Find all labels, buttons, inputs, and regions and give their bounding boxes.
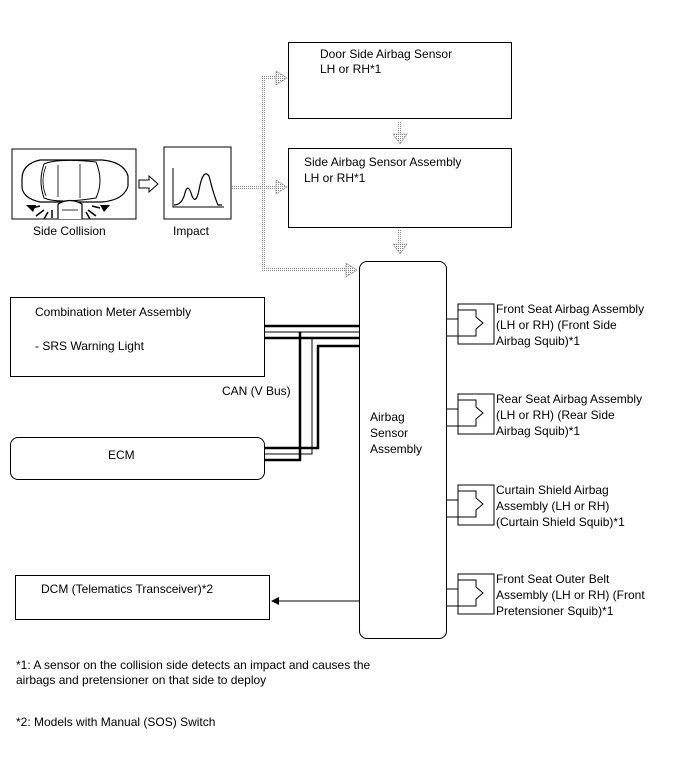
squib-label-line1: Front Seat Airbag Assembly: [496, 302, 645, 316]
can-bus-lines: [265, 324, 359, 462]
footnote-1-line2: airbags and pretensioner on that side to…: [16, 673, 267, 687]
door-side-airbag-sensor-box: Door Side Airbag Sensor LH or RH*1: [288, 42, 512, 119]
squib-label-line2: (LH or RH) (Front Side: [496, 318, 617, 332]
squib-label-line2: (LH or RH) (Rear Side: [496, 408, 615, 422]
dcm-box: DCM (Telematics Transceiver)*2: [15, 575, 270, 620]
airbag-sensor-line3: Assembly: [370, 442, 423, 456]
door-sensor-line1: Door Side Airbag Sensor: [320, 47, 453, 61]
door-sensor-line2: LH or RH*1: [320, 62, 382, 76]
squib-label-line2: Assembly (LH or RH) (Front: [496, 588, 645, 602]
side-collision-label: Side Collision: [33, 224, 106, 238]
srs-warning-light-label: - SRS Warning Light: [35, 339, 144, 353]
squib-label-line1: Front Seat Outer Belt: [496, 572, 610, 586]
squib-label-line3: (Curtain Shield Squib)*1: [496, 515, 625, 529]
combination-meter-title: Combination Meter Assembly: [35, 305, 192, 319]
combination-meter-box: Combination Meter Assembly - SRS Warning…: [10, 297, 265, 377]
squib-connectors: [447, 303, 495, 615]
ecm-box: ECM: [10, 437, 265, 480]
ecm-label: ECM: [108, 448, 135, 462]
squib-label-line3: Pretensioner Squib)*1: [496, 604, 614, 618]
airbag-sensor-assembly-box: Airbag Sensor Assembly: [359, 261, 447, 639]
squib-label-line1: Rear Seat Airbag Assembly: [496, 392, 643, 406]
squib-label-line2: Assembly (LH or RH): [496, 499, 610, 513]
footnote-2: *2: Models with Manual (SOS) Switch: [16, 715, 216, 729]
dcm-label: DCM (Telematics Transceiver)*2: [41, 582, 214, 596]
can-bus-label: CAN (V Bus): [222, 384, 291, 398]
squib-label-line3: Airbag Squib)*1: [496, 334, 581, 348]
squib-label-line3: Airbag Squib)*1: [496, 424, 581, 438]
footnote-1-line1: *1: A sensor on the collision side detec…: [16, 658, 371, 672]
impact-signal-paths: [232, 70, 408, 278]
car-top-view-icon: [11, 148, 137, 220]
impact-waveform-icon: [163, 146, 232, 220]
airbag-sensor-line1: Airbag: [370, 410, 405, 424]
side-sensor-line1: Side Airbag Sensor Assembly: [304, 155, 462, 169]
squib-label-line1: Curtain Shield Airbag: [496, 483, 609, 497]
side-sensor-line2: LH or RH*1: [304, 171, 366, 185]
side-airbag-sensor-box: Side Airbag Sensor Assembly LH or RH*1: [288, 148, 512, 228]
airbag-sensor-line2: Sensor: [370, 426, 409, 440]
collision-to-impact-arrow: [138, 174, 159, 194]
impact-label: Impact: [173, 224, 210, 238]
